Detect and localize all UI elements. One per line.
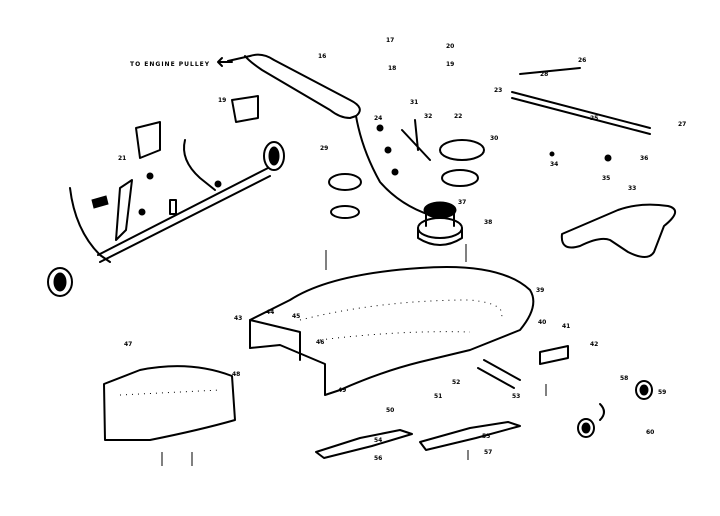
part-number: 37	[458, 199, 466, 206]
part-number: 32	[424, 113, 432, 120]
part-number: 48	[232, 371, 240, 378]
part-number: 57	[484, 449, 492, 456]
part-number: 23	[494, 87, 502, 94]
part-number: 58	[620, 375, 628, 382]
part-number: 50	[386, 407, 394, 414]
bolts	[161, 244, 547, 466]
part-number: 41	[562, 323, 570, 330]
part-number: 35	[602, 175, 610, 182]
part-number: 18	[388, 65, 396, 72]
part-number: 22	[454, 113, 462, 120]
part-number: 29	[320, 145, 328, 152]
part-number: 43	[234, 315, 242, 322]
part-number: 51	[434, 393, 442, 400]
lift-linkage	[69, 95, 271, 263]
part-number: 33	[628, 185, 636, 192]
part-number: 42	[590, 341, 598, 348]
engine-belt	[227, 53, 431, 216]
blade-right	[419, 421, 521, 451]
part-number: 47	[124, 341, 132, 348]
side-shield	[103, 365, 236, 441]
part-number: 52	[452, 379, 460, 386]
part-number: 34	[550, 161, 558, 168]
part-number: 56	[374, 455, 382, 462]
part-number: 26	[578, 57, 586, 64]
part-number: 53	[512, 393, 520, 400]
part-number: 31	[410, 99, 418, 106]
part-number: 55	[482, 433, 490, 440]
part-number: 45	[292, 313, 300, 320]
arrow-icon	[217, 57, 233, 67]
part-number: 44	[266, 309, 274, 316]
part-number: 39	[536, 287, 544, 294]
part-number: 46	[316, 339, 324, 346]
part-number: 38	[484, 219, 492, 226]
wheel-front-left	[47, 267, 73, 297]
part-number: 24	[374, 115, 382, 122]
rear-rod	[511, 67, 651, 162]
right-hardware	[477, 345, 653, 438]
part-number: 60	[646, 429, 654, 436]
part-number: 59	[658, 389, 666, 396]
part-number: 21	[118, 155, 126, 162]
wheel-upper	[263, 141, 285, 171]
part-number: 27	[678, 121, 686, 128]
part-number: 25	[590, 115, 598, 122]
part-number: 40	[538, 319, 546, 326]
blade-belt	[560, 203, 676, 258]
blade-left	[315, 429, 413, 459]
caption-text: TO ENGINE PULLEY	[130, 61, 210, 68]
part-number: 19	[218, 97, 226, 104]
part-number-labels: 16 17 18 19 19 20 21 22 23 24 25 26 27 2…	[118, 37, 686, 462]
part-number: 36	[640, 155, 648, 162]
part-number: 54	[374, 437, 382, 444]
center-pulley-assembly	[328, 119, 485, 246]
part-number: 19	[446, 61, 454, 68]
part-number: 28	[540, 71, 548, 78]
part-number: 49	[338, 387, 346, 394]
part-number: 20	[446, 43, 454, 50]
mower-deck	[249, 265, 535, 396]
part-number: 30	[490, 135, 498, 142]
part-number: 16	[318, 53, 326, 60]
part-number: 17	[386, 37, 394, 44]
